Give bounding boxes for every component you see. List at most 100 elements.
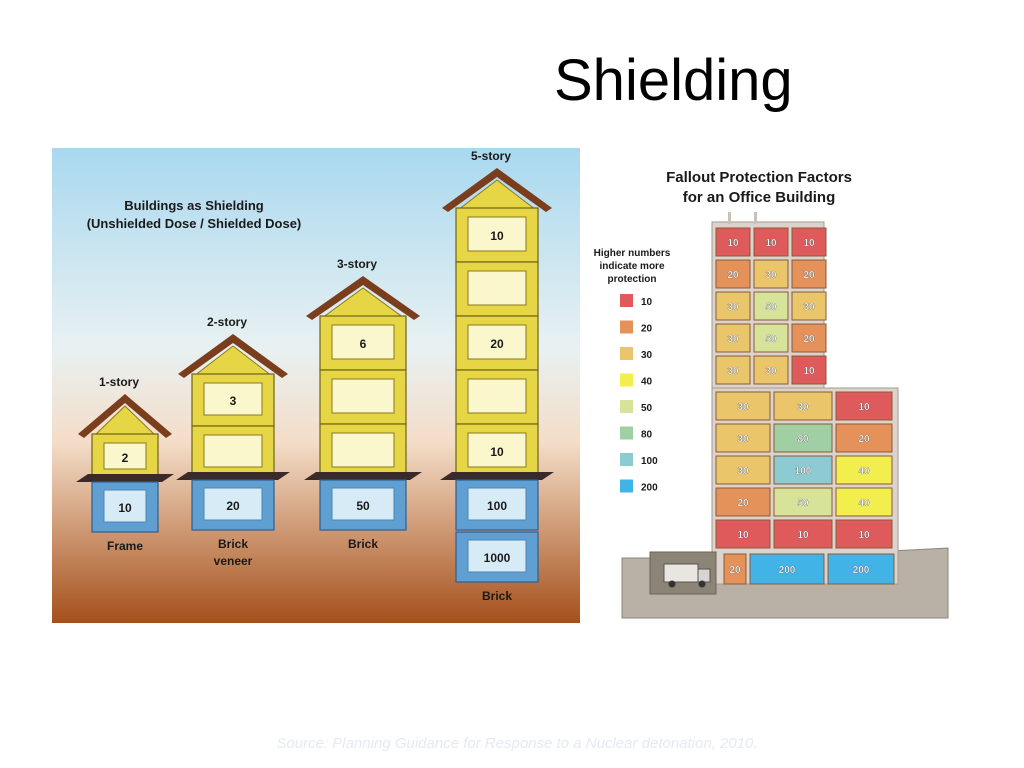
protection-factor-cell	[835, 455, 893, 485]
slide-title: Shielding	[554, 48, 793, 113]
protection-factor-cell	[715, 423, 771, 453]
protection-factor-cell	[827, 553, 895, 585]
shielding-heading-line1: Buildings as Shielding	[124, 198, 263, 213]
protection-factor-value: 10	[858, 530, 870, 541]
protection-factor-value: 40	[858, 498, 870, 509]
protection-factor-cell	[749, 553, 825, 585]
basement-dose-label: 10	[118, 501, 132, 515]
legend-swatch	[620, 400, 633, 413]
ground-plate	[76, 474, 174, 482]
protection-factor-cell	[715, 519, 771, 549]
basement-dose-label: 100	[487, 499, 507, 513]
protection-factor-value: 50	[765, 302, 777, 313]
protection-factor-cell	[791, 227, 827, 257]
legend-swatch	[620, 479, 633, 493]
protection-factor-value: 10	[727, 238, 739, 249]
protection-factor-value: 30	[737, 402, 749, 413]
floor-dose-label: 10	[490, 445, 504, 459]
protection-factor-value: 50	[797, 498, 809, 509]
house-construction-type: Brick	[348, 537, 378, 551]
house-floor-window	[331, 324, 395, 360]
house-roof	[78, 394, 172, 438]
legend-swatch	[620, 426, 633, 440]
protection-factor-value: 10	[737, 530, 749, 541]
legend-swatch	[620, 347, 633, 360]
house-story-label: 2-story	[207, 315, 247, 329]
legend-label: 100	[641, 456, 658, 467]
house-floor-window	[467, 216, 527, 252]
ground-plate	[176, 472, 290, 480]
protection-factor-value: 10	[803, 366, 815, 377]
protection-factor-cell	[753, 291, 789, 321]
legend-label: 30	[641, 350, 653, 361]
house-roof	[442, 168, 552, 212]
truck-cab-icon	[697, 568, 711, 583]
protection-factor-cell	[715, 487, 771, 517]
legend-label: 40	[641, 377, 653, 388]
protection-factor-cell	[715, 323, 751, 353]
protection-factor-cell	[773, 391, 833, 421]
legend-title-line: indicate more	[599, 261, 664, 272]
protection-factor-cell	[773, 519, 833, 549]
ground-plate	[304, 472, 422, 480]
house-floor-window	[331, 432, 395, 468]
house-basement-window	[203, 487, 263, 521]
protection-factor-cell	[715, 391, 771, 421]
legend-swatch	[620, 453, 633, 466]
protection-factor-value: 10	[797, 530, 809, 541]
legend-swatch	[620, 320, 633, 334]
house-floor-window	[467, 378, 527, 414]
protection-factor-cell	[835, 487, 893, 517]
protection-factor-cell	[835, 423, 893, 453]
houses-layer: 1-story210Frame2-story320Brickveneer3-st…	[76, 149, 554, 603]
legend-label: 200	[641, 483, 658, 494]
protection-factor-cell	[835, 519, 893, 549]
protection-factor-value: 200	[779, 565, 796, 576]
truck-wheel-icon	[668, 580, 676, 588]
protection-factor-value: 20	[803, 334, 815, 345]
protection-factor-cell	[791, 291, 827, 321]
protection-factor-value: 30	[737, 434, 749, 445]
protection-factor-value: 40	[858, 466, 870, 477]
house-construction-type: Frame	[107, 539, 143, 553]
truck-wheel-icon	[698, 580, 706, 588]
protection-factor-cell	[753, 355, 789, 385]
protection-factor-value: 30	[727, 334, 739, 345]
source-caption: Source: Planning Guidance for Response t…	[276, 735, 758, 752]
antenna-right	[754, 212, 757, 224]
protection-factor-cell	[791, 323, 827, 353]
house-floor-window	[467, 270, 527, 306]
house-floor-window	[467, 432, 527, 468]
house-basement-window	[331, 487, 395, 521]
protection-factor-cell	[773, 423, 833, 453]
protection-factor-cell	[791, 355, 827, 385]
shielding-heading-line2: (Unshielded Dose / Shielded Dose)	[87, 216, 302, 231]
buildings-as-shielding-diagram: Buildings as Shielding (Unshielded Dose …	[52, 148, 580, 623]
legend-label: 80	[641, 430, 653, 441]
basement-dose-label: 1000	[484, 551, 511, 565]
protection-factor-value: 80	[797, 434, 809, 445]
protection-factor-cell	[715, 291, 751, 321]
protection-title-line1: Fallout Protection Factors	[666, 169, 852, 186]
floor-dose-label: 3	[230, 394, 237, 408]
house-basement-window	[103, 489, 147, 523]
protection-factor-value: 30	[727, 302, 739, 313]
protection-factor-value: 20	[737, 498, 749, 509]
floor-dose-label: 6	[360, 337, 367, 351]
protection-factor-value: 30	[797, 402, 809, 413]
protection-factor-value: 20	[858, 434, 870, 445]
protection-factor-value: 50	[765, 334, 777, 345]
house-floor-window	[467, 324, 527, 360]
floor-dose-label: 10	[490, 229, 504, 243]
protection-factor-cell	[715, 259, 751, 289]
protection-factor-cell	[773, 487, 833, 517]
house-floor-window	[203, 434, 263, 468]
antenna-left	[728, 212, 731, 224]
house-story-label: 3-story	[337, 257, 377, 271]
protection-factor-cell	[835, 391, 893, 421]
house-construction-type: Brick	[218, 537, 248, 551]
house-floor-window	[203, 382, 263, 416]
legend-title-line: protection	[608, 274, 657, 285]
office-building-protection-diagram: Fallout Protection Factors for an Office…	[586, 160, 952, 622]
